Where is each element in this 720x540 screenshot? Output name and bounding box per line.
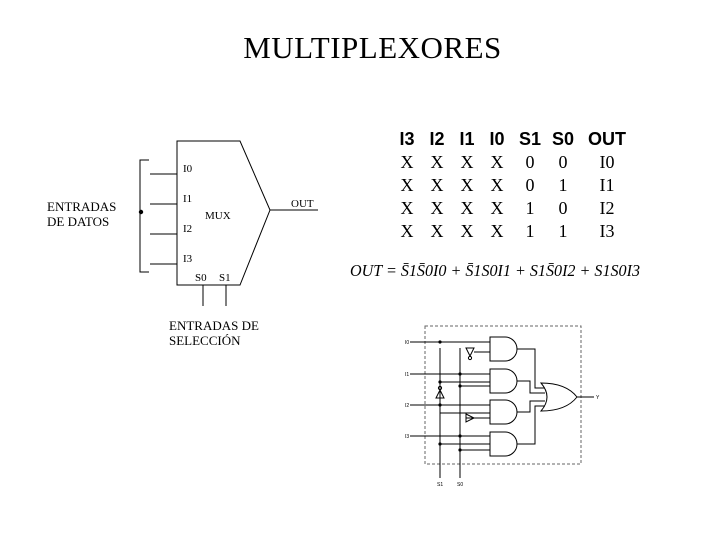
truth-header-2: I1 [459, 129, 474, 149]
data-inputs-label: ENTRADAS DE DATOS [47, 199, 116, 229]
truth-cell: I2 [600, 198, 615, 218]
truth-header-1: I2 [429, 129, 444, 149]
truth-cell: X [401, 198, 414, 218]
and-gate-0 [489, 336, 518, 362]
inverter-s0-bubble [467, 355, 473, 361]
or-gate [539, 382, 578, 412]
junction-dot [438, 340, 442, 344]
mux-input-label-3: I3 [183, 253, 193, 265]
circuit-select-label-s0: S0 [457, 482, 463, 488]
truth-header-6: OUT [588, 129, 626, 149]
circuit-junctions [438, 340, 462, 452]
mux-select-label-0: S0 [195, 272, 207, 284]
truth-cell: X [491, 198, 504, 218]
data-inputs-label-line1: ENTRADAS [47, 199, 117, 214]
truth-table-row-1: X X X X 0 1 I1 [401, 175, 615, 195]
and-gate-2 [489, 399, 518, 425]
select-inputs-label-line1: ENTRADAS DE [169, 318, 259, 333]
truth-table-header: I3 I2 I1 I0 S1 S0 OUT [399, 129, 626, 149]
inverter-s1 [435, 388, 445, 399]
junction-dot [438, 442, 442, 446]
truth-header-3: I0 [489, 129, 504, 149]
circuit-enclosure [424, 325, 582, 465]
mux-output-label: OUT [291, 198, 314, 210]
truth-cell: X [461, 152, 474, 172]
truth-cell: X [491, 175, 504, 195]
truth-cell: X [401, 152, 414, 172]
inverter-s1-bubble [437, 385, 443, 391]
truth-cell: X [491, 221, 504, 241]
truth-cell: X [431, 175, 444, 195]
junction-dot [458, 448, 462, 452]
mux-equation: OUT = S̄1S̄0I0 + S̄1S0I1 + S1S̄0I2 + S1S… [350, 261, 640, 280]
circuit-select-label-s1: S1 [437, 482, 443, 488]
truth-header-4: S1 [519, 129, 541, 149]
mux-block [139, 140, 318, 306]
and-gate-3 [489, 431, 518, 457]
mux-input-label-1: I1 [183, 193, 192, 205]
mux-input-label-0: I0 [183, 163, 193, 175]
truth-cell: X [461, 221, 474, 241]
truth-cell: 1 [559, 221, 568, 241]
wire [517, 405, 545, 445]
truth-cell: 0 [526, 175, 535, 195]
truth-cell: I1 [600, 175, 615, 195]
mux-name-label: MUX [205, 210, 231, 222]
circuit-input-label-3: I3 [405, 434, 409, 440]
select-inputs-label: ENTRADAS DE SELECCIÓN [169, 318, 259, 348]
truth-cell: 1 [526, 198, 535, 218]
truth-cell: X [431, 198, 444, 218]
mux-block-outline [176, 140, 271, 286]
junction-dot [438, 403, 442, 407]
truth-table-row-2: X X X X 1 0 I2 [401, 198, 615, 218]
mux-input-label-2: I2 [183, 223, 192, 235]
junction-dot [438, 380, 442, 384]
page-title: MULTIPLEXORES [243, 30, 502, 65]
truth-cell: X [431, 221, 444, 241]
junction-dot [458, 372, 462, 376]
truth-cell: X [491, 152, 504, 172]
and-gate-1 [489, 368, 518, 394]
truth-cell: I3 [600, 221, 615, 241]
truth-cell: 0 [559, 198, 568, 218]
truth-cell: X [461, 175, 474, 195]
truth-cell: 1 [559, 175, 568, 195]
wire [517, 380, 545, 394]
truth-table-row-0: X X X X 0 0 I0 [401, 152, 615, 172]
truth-table: I3 I2 I1 I0 S1 S0 OUT X X X X 0 0 I0 X X… [399, 129, 626, 241]
truth-cell: 0 [559, 152, 568, 172]
data-inputs-label-line2: DE DATOS [47, 214, 110, 229]
truth-header-5: S0 [552, 129, 574, 149]
truth-cell: X [431, 152, 444, 172]
circuit-output-label: Y [596, 395, 600, 401]
truth-table-row-3: X X X X 1 1 I3 [401, 221, 615, 241]
truth-cell: I0 [600, 152, 615, 172]
select-inputs-label-line2: SELECCIÓN [169, 333, 241, 348]
circuit-input-label-2: I2 [405, 403, 409, 409]
truth-cell: 0 [526, 152, 535, 172]
gate-circuit [410, 325, 594, 478]
wire [517, 400, 545, 413]
junction-dot [458, 434, 462, 438]
truth-cell: 1 [526, 221, 535, 241]
truth-cell: X [401, 221, 414, 241]
junction-dot [458, 384, 462, 388]
circuit-input-label-1: I1 [405, 372, 409, 378]
brace-dot [138, 209, 144, 215]
circuit-input-label-0: I0 [405, 340, 409, 346]
truth-cell: X [461, 198, 474, 218]
truth-header-0: I3 [399, 129, 414, 149]
inverter-s0 [465, 347, 475, 358]
data-inputs-brace [139, 159, 149, 273]
mux-select-label-1: S1 [219, 272, 231, 284]
buffer-triangle [465, 413, 476, 423]
wire [517, 348, 545, 389]
truth-cell: X [401, 175, 414, 195]
